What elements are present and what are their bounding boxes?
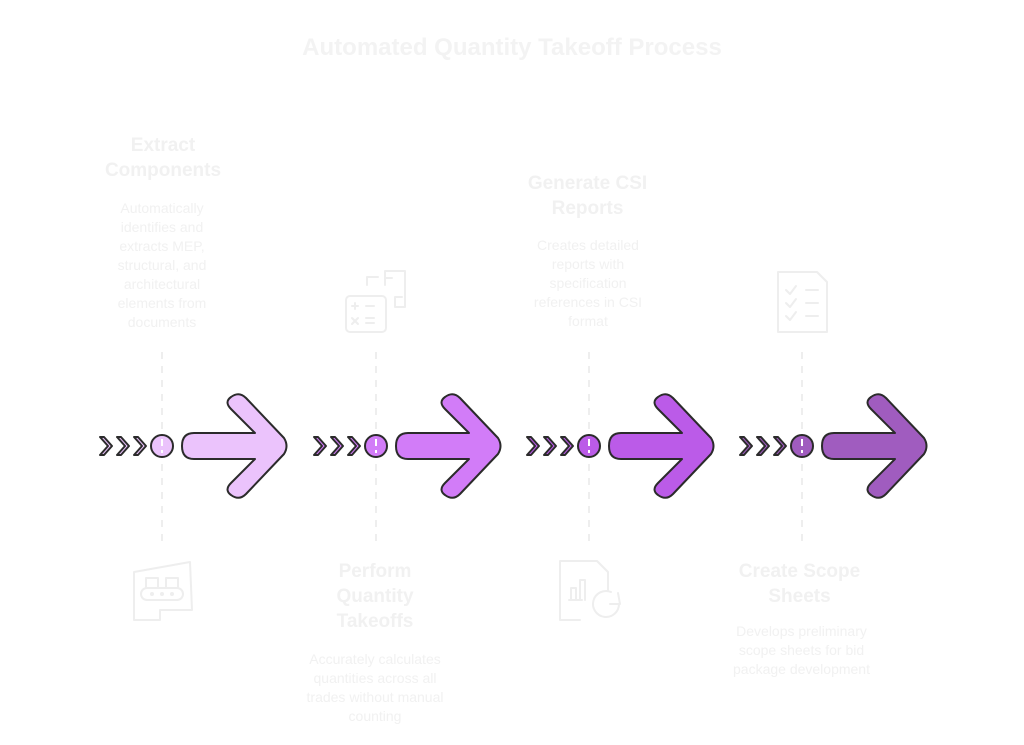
chevron-icon <box>560 436 574 456</box>
arrow-right-icon <box>181 393 288 499</box>
arrow-right-icon <box>821 393 928 499</box>
chevron-icon <box>116 436 130 456</box>
step-3-description: Creates detailed reports with specificat… <box>533 237 643 329</box>
chevron-icon <box>99 436 113 456</box>
step-2-description: Accurately calculates quantities across … <box>306 651 444 724</box>
chevron-icon <box>133 436 147 456</box>
step-4-marker <box>739 393 928 499</box>
chevron-icon <box>773 436 787 456</box>
arrow-right-icon <box>395 393 502 499</box>
chevron-icon <box>756 436 770 456</box>
step-1-marker <box>99 393 288 499</box>
arrow-right-icon <box>608 393 715 499</box>
chevron-icon <box>526 436 540 456</box>
step-2-title: Perform Quantity Takeoffs <box>336 561 414 632</box>
chevron-icon <box>739 436 753 456</box>
report-refresh-icon <box>559 560 621 621</box>
step-2-marker <box>313 393 502 499</box>
checklist-document-icon <box>777 271 828 333</box>
chevron-icon <box>543 436 557 456</box>
conveyor-document-icon <box>133 561 193 621</box>
step-4-description: Develops preliminary scope sheets for bi… <box>733 623 870 677</box>
chevron-icon <box>313 436 327 456</box>
step-3-marker <box>526 393 715 499</box>
chevron-icon <box>347 436 361 456</box>
step-1-title: Extract Components <box>104 135 222 181</box>
step-3-title: Generate CSI Reports <box>527 173 648 219</box>
diagram-title: Automated Quantity Takeoff Process <box>302 34 722 61</box>
step-4-title: Create Scope Sheets <box>738 561 861 607</box>
step-1-description: Automatically identifies and extracts ME… <box>117 200 207 330</box>
calculator-document-icon <box>345 270 406 333</box>
chevron-icon <box>330 436 344 456</box>
